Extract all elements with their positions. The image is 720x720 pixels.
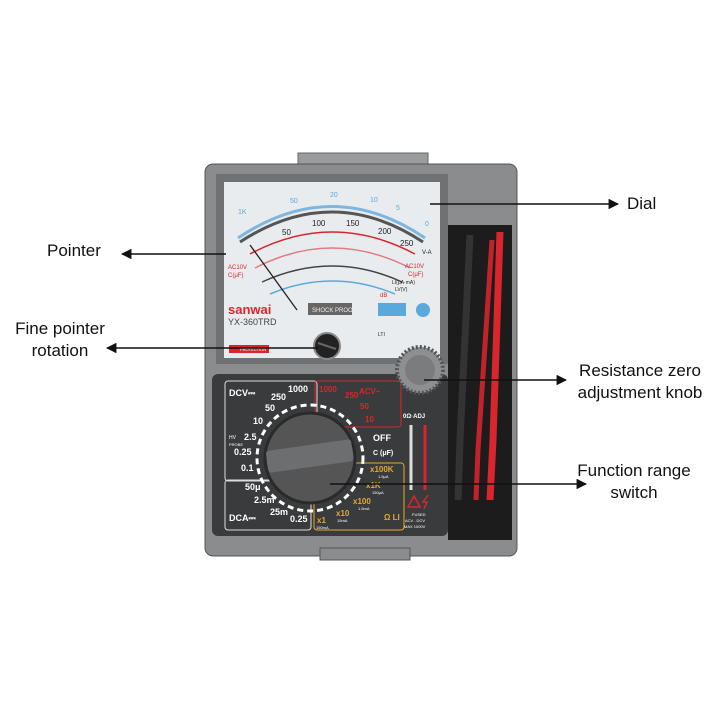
dcv-tick: 200 <box>378 227 392 236</box>
cuf-right: C(μF) <box>408 272 423 278</box>
ohm-current: 1.5mA <box>358 506 370 511</box>
range-switch-handle[interactable] <box>265 439 354 473</box>
ohm-range: x10 <box>336 509 350 518</box>
bottom-foot <box>319 547 411 561</box>
dca-label: DCA⎓ <box>229 513 256 523</box>
range-switch-callout-line2: switch <box>610 483 658 502</box>
red-lead <box>486 231 504 501</box>
acv-range: 250 <box>345 391 359 400</box>
ohm-tick: 10 <box>370 197 378 204</box>
ohm-current: 150mA <box>316 525 329 530</box>
ohm-range: x100 <box>353 497 371 506</box>
dcv-range: 1000 <box>288 384 308 394</box>
model-name: YX-360TRD <box>228 317 277 327</box>
li-label: LI(μA·mA) <box>392 280 415 286</box>
screw-slot <box>317 342 337 350</box>
zero-knob-callout-line1: Resistance zero <box>579 361 701 380</box>
acv-range: 1000 <box>319 385 337 394</box>
fine-pointer-callout-line2: rotation <box>31 341 89 360</box>
dcv-range: 10 <box>253 416 263 426</box>
off-label: OFF <box>373 433 391 443</box>
cert-badge <box>416 303 430 317</box>
dcv-tick: 150 <box>346 219 360 228</box>
ohm-current: 150μA <box>372 490 384 495</box>
range-switch-callout: Function range switch <box>572 460 696 504</box>
lightning-icon <box>421 494 429 510</box>
li-scale-arc <box>261 265 403 283</box>
fine-pointer-callout: Fine pointer rotation <box>10 318 110 362</box>
max-voltage-label: MAX 1000V <box>404 524 426 529</box>
ohm-tick: 1K <box>238 209 247 216</box>
ohm-tick: 0 <box>425 221 429 228</box>
pointer-needle <box>249 244 298 311</box>
cap-label: C (μF) <box>373 450 393 457</box>
dcv-tick: 50 <box>282 228 291 237</box>
lti-label: LTI <box>378 332 385 338</box>
protection-badge <box>229 345 269 353</box>
zero-adj-label: 0Ω·ADJ <box>403 414 425 420</box>
hv-label: HV <box>229 435 237 441</box>
ohm-tick: 20 <box>330 192 338 199</box>
acv-range: 50 <box>360 402 369 411</box>
fine-pointer-callout-line1: Fine pointer <box>15 319 105 338</box>
dcv-scale-arc <box>249 231 416 255</box>
ohm-li-label: Ω LI <box>384 513 400 522</box>
ohm-range: x1K <box>366 481 381 490</box>
probe-label: PROBE <box>229 442 243 447</box>
dcv-range: 0.1 <box>241 463 254 473</box>
black-lead <box>454 234 474 501</box>
ac10v-right: AC10V <box>405 264 424 270</box>
zero-knob-callout-line2: adjustment knob <box>577 383 703 402</box>
dcv-label: DCV⎓ <box>229 388 256 398</box>
ac-scale-arc <box>254 247 411 269</box>
fused-label: FUSED <box>412 512 426 517</box>
dcv-tick: 250 <box>400 239 414 248</box>
zero-knob-callout: Resistance zero adjustment knob <box>566 360 714 404</box>
ohm-tick: 50 <box>290 198 298 205</box>
dcv-tick: 100 <box>312 219 326 228</box>
db-label: dB <box>380 293 387 299</box>
cuf-left: C(μF) <box>228 273 243 279</box>
dcv-range: 2.5 <box>244 432 257 442</box>
dca-range: 50μ <box>245 482 261 492</box>
dca-range: 25m <box>270 507 288 517</box>
db-scale-arc <box>269 280 396 295</box>
shockproof-label: SHOCK PROOF <box>312 308 357 314</box>
ohm-scale-arc <box>237 205 426 240</box>
shockproof-plate <box>308 303 352 315</box>
ohm-range: x100K <box>370 465 394 474</box>
pointer-callout: Pointer <box>47 241 101 260</box>
acv-dcv-label: ACV . DCV <box>405 518 425 523</box>
mirror-arc <box>239 210 424 244</box>
dcv-range: 250 <box>271 392 286 402</box>
meter-face <box>224 182 440 358</box>
ohm-current: 1.5μA <box>378 474 389 479</box>
ohm-range: x1 <box>317 516 326 525</box>
range-switch-callout-line1: Function range <box>577 461 691 480</box>
lv-label: LV(V) <box>395 287 408 293</box>
warning-icon <box>406 494 422 508</box>
ac10v-left: AC10V <box>228 265 247 271</box>
protection-label: PROTECTION <box>240 347 266 352</box>
ohm-tick: 5 <box>396 205 400 212</box>
acv-range: 10 <box>365 415 374 424</box>
acv-label: ACV~ <box>359 387 381 396</box>
dca-range: 2.5m <box>254 495 275 505</box>
dial-callout: Dial <box>627 194 657 213</box>
dca-range: 0.25 <box>290 514 308 524</box>
range-dial-ring <box>255 403 365 513</box>
dcv-range: 0.25 <box>234 447 252 457</box>
ohm-current: 15mA <box>337 518 348 523</box>
dca-box <box>224 479 312 531</box>
zero-adjust-knob-center <box>405 355 435 385</box>
brand-logo: sanwai <box>228 302 271 317</box>
dcv-range: 50 <box>265 403 275 413</box>
info-badge <box>378 303 406 316</box>
va-label: V-A <box>422 250 432 256</box>
